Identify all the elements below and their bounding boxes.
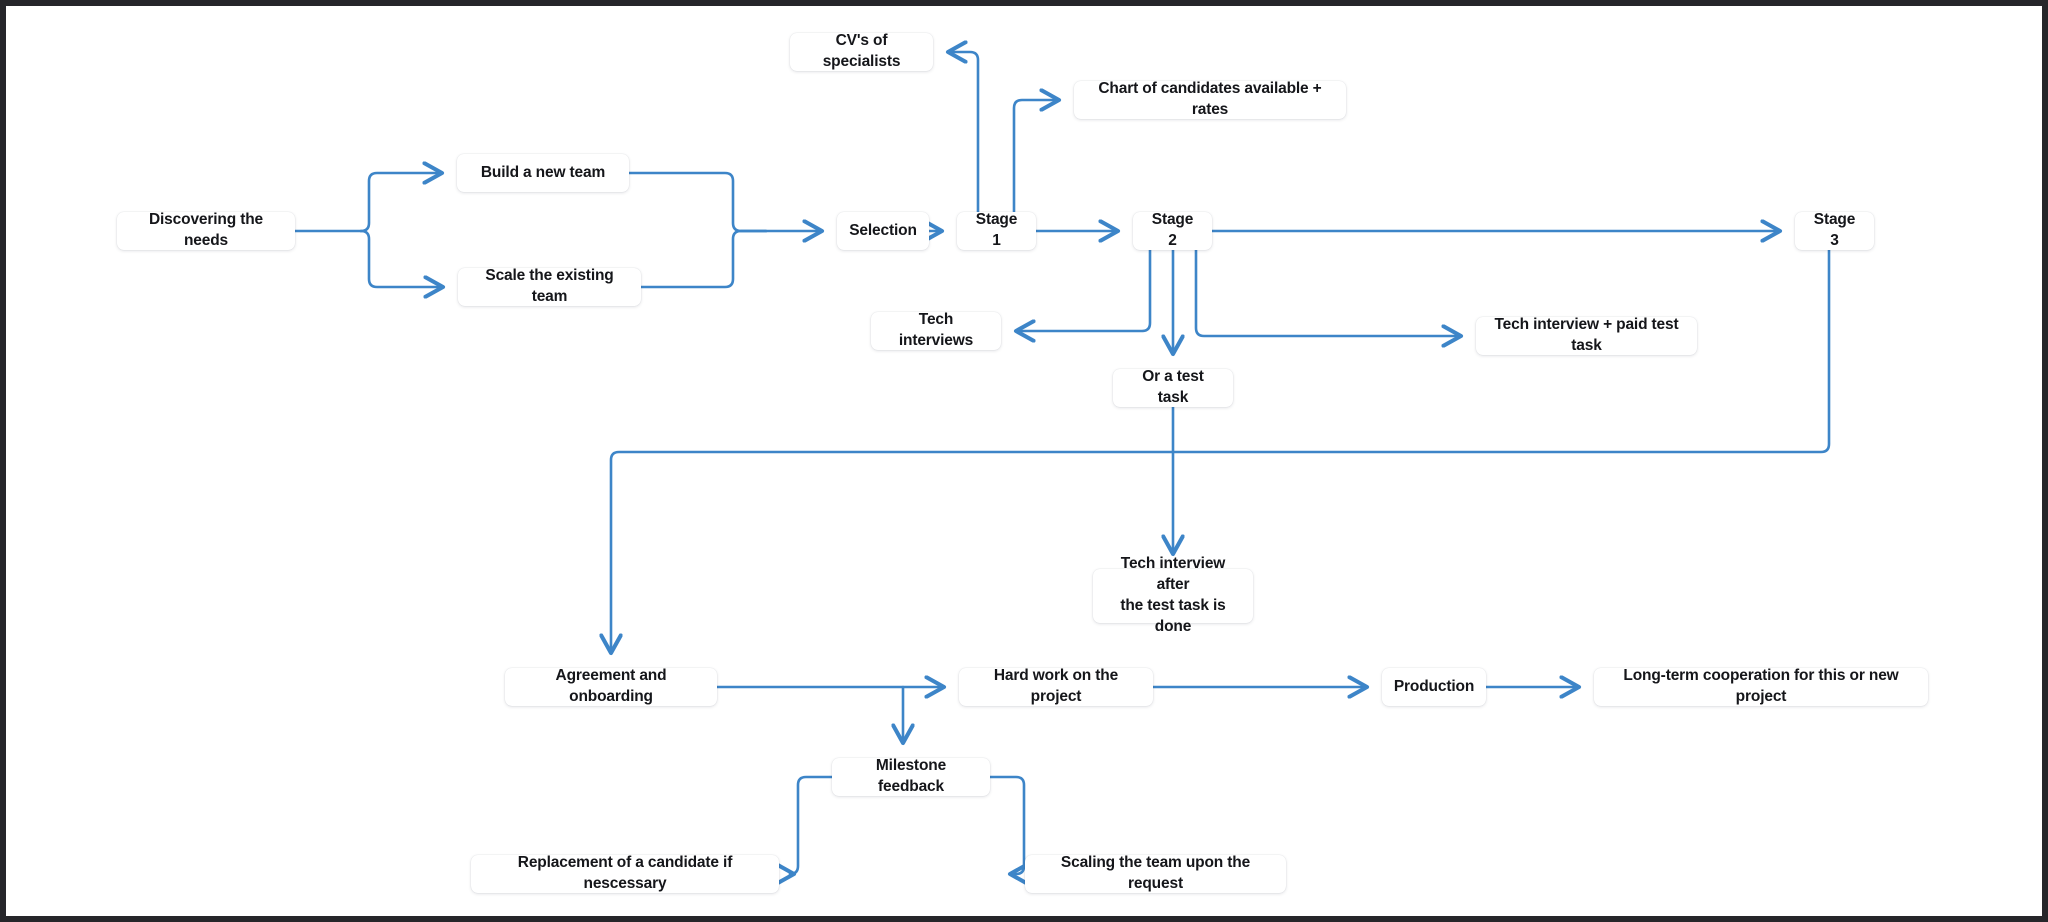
node-discovering-the-needs[interactable]: Discovering the needs bbox=[117, 211, 295, 250]
node-stage-2[interactable]: Stage 2 bbox=[1133, 211, 1212, 250]
edge-stage2-tech-paid bbox=[1194, 248, 1461, 336]
node-milestone-feedback[interactable]: Milestone feedback bbox=[832, 757, 990, 796]
edge-stage1-cvs bbox=[948, 52, 980, 214]
node-stage-3[interactable]: Stage 3 bbox=[1795, 211, 1874, 250]
node-cvs-of-specialists[interactable]: CV's of specialists bbox=[790, 32, 933, 71]
edge-discovering-build-team bbox=[359, 173, 442, 233]
node-tech-interview-after-test-task[interactable]: Tech interview after the test task is do… bbox=[1093, 555, 1253, 635]
node-selection[interactable]: Selection bbox=[837, 212, 929, 250]
node-or-a-test-task[interactable]: Or a test task bbox=[1113, 368, 1233, 407]
edge-stage1-chart bbox=[1012, 100, 1059, 214]
flowchart-connectors bbox=[293, 6, 1831, 922]
node-long-term-cooperation[interactable]: Long-term cooperation for this or new pr… bbox=[1594, 667, 1928, 706]
edge-milestone-scaling bbox=[988, 775, 1024, 874]
node-scale-the-existing-team[interactable]: Scale the existing team bbox=[458, 267, 641, 306]
node-hard-work-on-the-project[interactable]: Hard work on the project bbox=[959, 667, 1153, 706]
edge-milestone-replacement bbox=[790, 775, 834, 874]
edge-scale-team-merge bbox=[639, 229, 768, 289]
node-build-a-new-team[interactable]: Build a new team bbox=[457, 154, 629, 192]
node-agreement-and-onboarding[interactable]: Agreement and onboarding bbox=[505, 667, 717, 706]
node-tech-interview-paid-test-task[interactable]: Tech interview + paid test task bbox=[1476, 316, 1697, 355]
edge-discovering-scale-team bbox=[359, 229, 443, 287]
node-scaling-the-team[interactable]: Scaling the team upon the request bbox=[1025, 854, 1286, 893]
node-tech-interviews[interactable]: Tech interviews bbox=[871, 311, 1001, 350]
node-chart-of-candidates[interactable]: Chart of candidates available + rates bbox=[1074, 80, 1346, 119]
node-stage-1[interactable]: Stage 1 bbox=[957, 211, 1036, 250]
node-production[interactable]: Production bbox=[1382, 668, 1486, 706]
edge-build-team-merge bbox=[627, 171, 768, 233]
edge-stage2-tech-interviews bbox=[1016, 248, 1152, 331]
node-replacement-of-a-candidate[interactable]: Replacement of a candidate if nescessary bbox=[471, 854, 779, 893]
